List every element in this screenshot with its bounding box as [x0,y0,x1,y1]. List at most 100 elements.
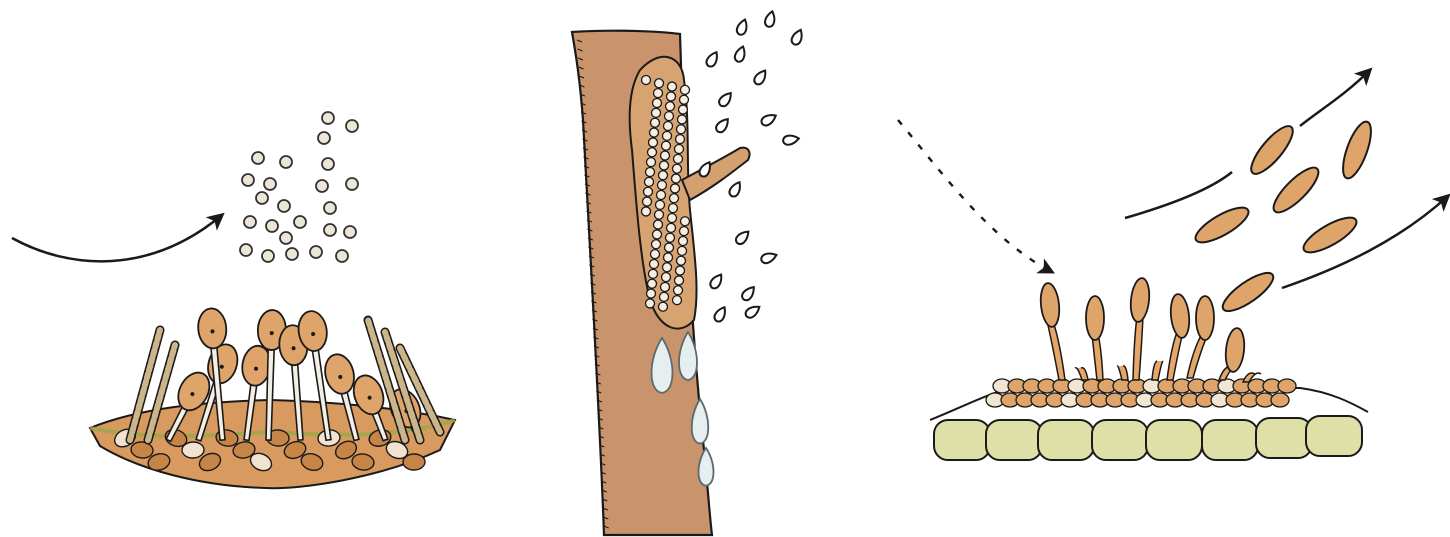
round-spore [256,192,268,204]
round-spore [310,246,322,258]
host-cells [934,416,1362,460]
conidiophore-stalk [1092,334,1103,380]
lesion-spore [655,79,664,88]
round-spore [280,232,292,244]
lesion-spore [679,105,688,114]
round-spore [286,248,298,260]
stroma-cell [1278,379,1296,393]
lesion-spore [670,194,679,203]
lesion-spore [660,161,669,170]
lesion-spore [658,181,667,190]
round-spore [336,250,348,262]
lesion-spore [681,217,690,226]
lesion-spore [661,283,670,292]
lesion-spore [662,141,671,150]
lesion-spore [664,122,673,131]
rain-droplet [744,303,762,320]
conidium [1039,282,1062,328]
round-spore [242,174,254,186]
lesion-spore [668,82,677,91]
lesion-spore [680,95,689,104]
fungal-stroma [986,379,1296,407]
lesion-spore [651,250,660,259]
lesion-spore [664,253,673,262]
lesion-spore [643,197,652,206]
lesion-spore [648,279,657,288]
rain-droplet [752,68,769,86]
lesion-spore [659,302,668,311]
rain-droplet [714,116,731,134]
panel-leaf [898,70,1448,460]
basal-cell [182,442,205,459]
lesion-spore [674,154,683,163]
lesion-spore [653,99,662,108]
rain-droplet [760,251,778,265]
round-spore [346,178,358,190]
lesion-spore [645,177,654,186]
lesion-spore [674,286,683,295]
rain-droplet [735,18,749,36]
rain-droplet [713,305,729,323]
conidiophore-stalk [1152,361,1163,380]
airborne-conidium [1218,267,1279,318]
airborne-conidium [1245,121,1299,180]
lesion-spore [677,125,686,134]
conidium [1224,327,1247,373]
stroma-cell [1271,393,1289,407]
dashed-incoming-arrow [898,120,1052,272]
rain-droplet [734,228,752,246]
round-spore [346,120,358,132]
upper-airflow-arrow [1125,172,1232,218]
host-cell [1202,420,1258,460]
round-spore [316,180,328,192]
round-spore [252,152,264,164]
lesion-spore [655,210,664,219]
rain-droplet [717,90,734,108]
round-spore [240,244,252,256]
lesion-spore [681,85,690,94]
lesion-spore [677,256,686,265]
lesion-spore [646,299,655,308]
round-spore [244,216,256,228]
lesion-spore [667,92,676,101]
lesion-spore [676,266,685,275]
lesion-spore [649,269,658,278]
lesion-spore [671,184,680,193]
lesion-spore [668,214,677,223]
conidiophore-stalk [1047,321,1065,380]
lesion-spore [647,289,656,298]
conidium [1129,277,1152,323]
lesion-spore [678,246,687,255]
lesion-spore [680,227,689,236]
lesion-spore [667,223,676,232]
lesion-spore [661,151,670,160]
conidium [1086,296,1104,340]
lesion-spore [666,102,675,111]
host-cell [1306,416,1362,456]
lesion-spore [663,131,672,140]
lesion-spore [651,118,660,127]
lesion-spore [650,128,659,137]
round-spore [324,202,336,214]
lesion-spore [650,260,659,269]
round-spore [318,132,330,144]
lesion-spore [660,292,669,301]
round-spore [262,250,274,262]
lesion-spore [642,207,651,216]
lesion-spore [646,168,655,177]
lesion-spore [656,200,665,209]
lesion-spore [644,187,653,196]
lesion-spore [665,243,674,252]
lesion-spore [679,237,688,246]
host-cell [986,420,1042,460]
lesion-spore [648,148,657,157]
lesion-spore [659,171,668,180]
airborne-conidium [1191,201,1253,248]
lesion-spore [657,191,666,200]
rain-droplet [733,45,747,63]
lesion-spore [669,204,678,213]
airborne-conidium [1337,118,1376,181]
lesion-spore [654,89,663,98]
